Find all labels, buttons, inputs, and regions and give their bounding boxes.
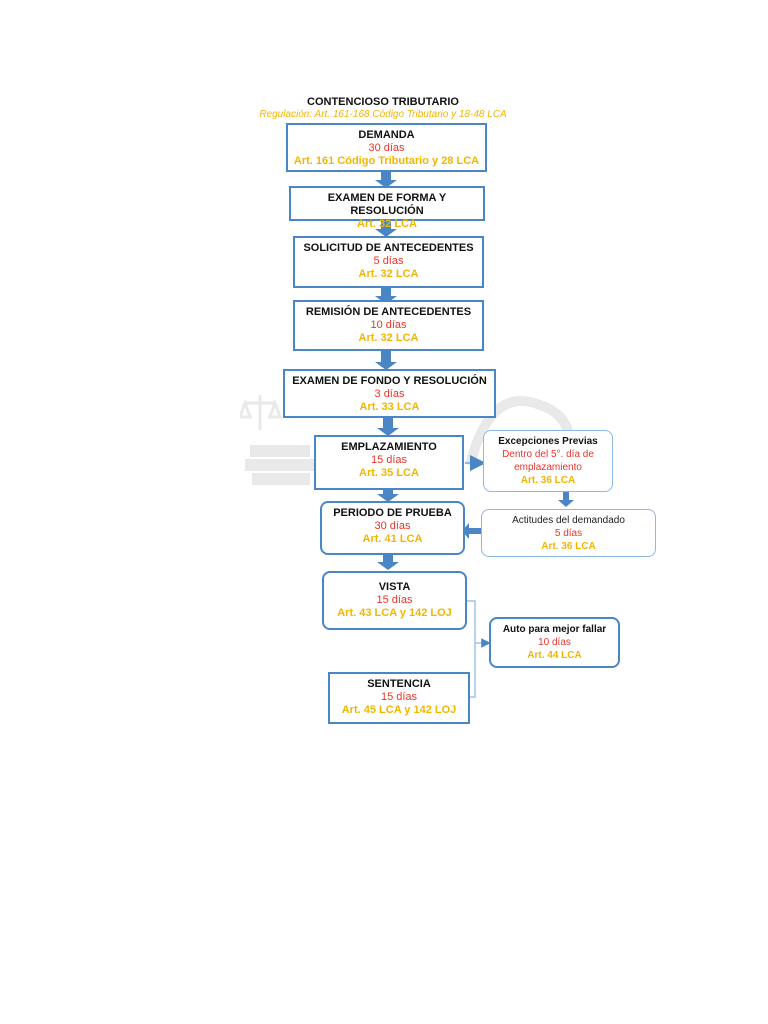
arrow-5 <box>377 418 399 436</box>
step-days: 30 días <box>374 520 411 532</box>
step-days: 5 días <box>373 255 404 267</box>
step-days: 10 días <box>370 319 407 331</box>
step-article: Art. 32 LCA <box>357 218 417 230</box>
step-article: Art. 43 LCA y 142 LOJ <box>337 607 452 619</box>
diagram-title: CONTENCIOSO TRIBUTARIO <box>307 96 459 108</box>
arrow-4 <box>375 351 397 370</box>
step-title: SENTENCIA <box>367 678 431 690</box>
arrow-to-periodo <box>462 523 481 539</box>
arrow-2 <box>375 221 397 237</box>
step-title: VISTA <box>378 581 411 593</box>
side-article: Art. 44 LCA <box>527 650 582 661</box>
step-article: Art. 41 LCA <box>362 533 423 545</box>
step-article: Art. 161 Código Tributario y 28 LCA <box>293 155 480 167</box>
step-days: 15 días <box>370 454 408 466</box>
step-article: Art. 45 LCA y 142 LOJ <box>341 704 457 716</box>
step-demanda: DEMANDA 30 días Art. 161 Código Tributar… <box>286 123 487 172</box>
step-article: Art. 32 LCA <box>358 332 419 344</box>
step-title: REMISIÓN DE ANTECEDENTES <box>305 306 472 318</box>
step-days: 3 días <box>374 388 405 400</box>
step-solicitud-antecedentes: SOLICITUD DE ANTECEDENTES 5 días Art. 32… <box>293 236 484 288</box>
step-title: SOLICITUD DE ANTECEDENTES <box>303 242 474 254</box>
diagram-subtitle: Regulación: Art. 161-168 Código Tributar… <box>259 109 507 120</box>
side-article: Art. 36 LCA <box>541 541 596 552</box>
step-title: DEMANDA <box>358 129 415 141</box>
step-title: EMPLAZAMIENTO <box>341 441 437 453</box>
arrow-6 <box>377 490 399 502</box>
bracket-vista-sentencia <box>467 600 476 698</box>
step-title: PERIODO DE PRUEBA <box>333 507 452 519</box>
side-title: Auto para mejor fallar <box>502 624 607 635</box>
arrow-1 <box>375 172 397 188</box>
side-title: Excepciones Previas <box>498 436 598 447</box>
step-examen-fondo: EXAMEN DE FONDO Y RESOLUCIÓN 3 días Art.… <box>283 369 496 418</box>
step-title: EXAMEN DE FORMA Y RESOLUCIÓN <box>327 192 447 217</box>
step-days: 15 días <box>380 691 418 703</box>
watermark-logo <box>240 395 575 485</box>
step-examen-forma: EXAMEN DE FORMA Y RESOLUCIÓN Art. 32 LCA <box>289 186 485 230</box>
side-excepciones-previas: Excepciones Previas Dentro del 5°. día d… <box>483 430 613 492</box>
step-article: Art. 32 LCA <box>358 268 419 280</box>
step-article: Art. 35 LCA <box>359 467 419 479</box>
side-note: Dentro del 5°. día de emplazamiento <box>502 449 594 473</box>
arrow-to-actitudes <box>558 492 574 507</box>
step-periodo-prueba: PERIODO DE PRUEBA 30 días Art. 41 LCA <box>320 501 465 555</box>
step-remision-antecedentes: REMISIÓN DE ANTECEDENTES 10 días Art. 32… <box>293 300 484 351</box>
side-auto-mejor-fallar: Auto para mejor fallar 10 días Art. 44 L… <box>489 617 620 668</box>
step-sentencia: SENTENCIA 15 días Art. 45 LCA y 142 LOJ <box>328 672 470 724</box>
side-days: 5 días <box>554 528 583 539</box>
side-actitudes-demandado: Actitudes del demandado 5 días Art. 36 L… <box>481 509 656 557</box>
step-title: EXAMEN DE FONDO Y RESOLUCIÓN <box>292 375 487 387</box>
step-days: 30 días <box>368 142 405 154</box>
side-title: Actitudes del demandado <box>512 515 625 526</box>
step-vista: VISTA 15 días Art. 43 LCA y 142 LOJ <box>322 571 467 630</box>
side-days: 10 días <box>538 637 571 648</box>
step-days: 15 días <box>376 594 413 606</box>
step-article: Art. 33 LCA <box>359 401 420 413</box>
side-article: Art. 36 LCA <box>520 475 576 486</box>
arrow-7 <box>377 555 399 570</box>
step-emplazamiento: EMPLAZAMIENTO 15 días Art. 35 LCA <box>314 435 464 490</box>
